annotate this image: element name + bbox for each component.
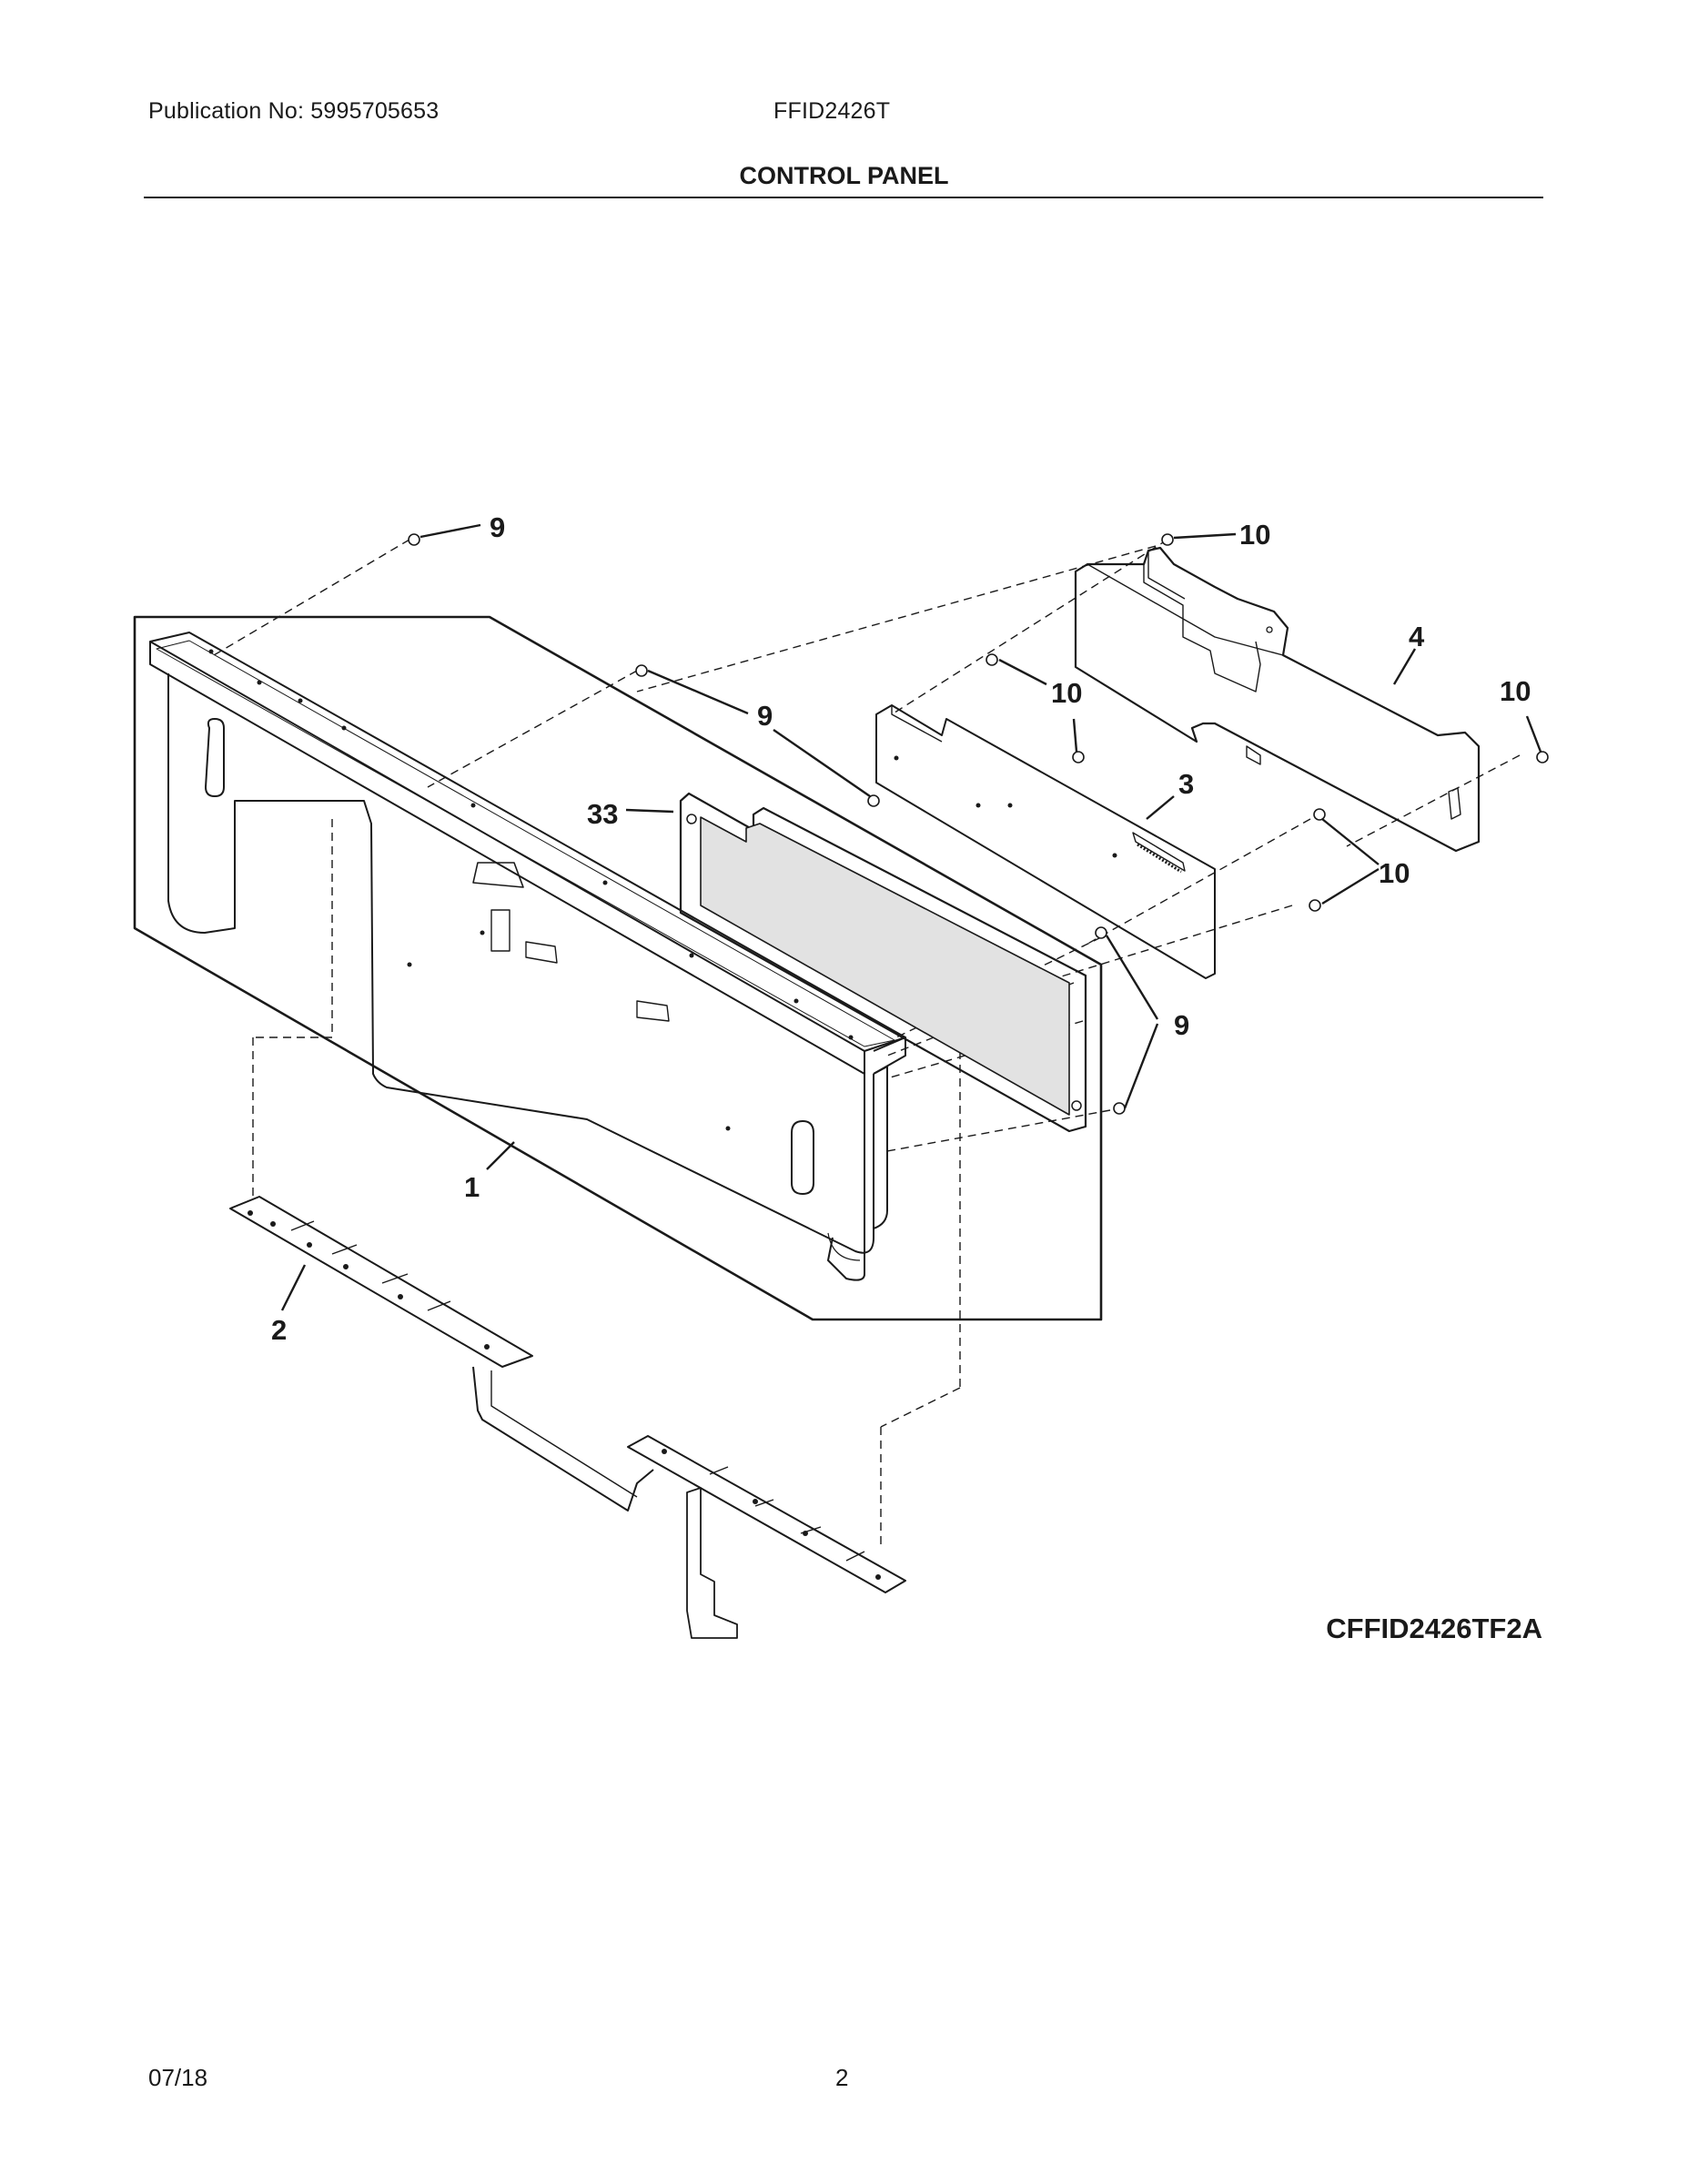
control-panel-housing xyxy=(149,632,906,1281)
model-number: FFID2426T xyxy=(773,98,891,124)
control-board xyxy=(875,704,1216,979)
callout-9-top-left: 9 xyxy=(490,511,505,543)
callout-3: 3 xyxy=(1178,768,1194,800)
callout-4: 4 xyxy=(1409,621,1425,652)
callout-10-top: 10 xyxy=(1239,519,1270,551)
callout-10-right: 10 xyxy=(1500,675,1531,707)
panel-assembly-outline xyxy=(133,615,1103,1321)
callout-9-middle: 9 xyxy=(757,700,773,732)
back-cover-housing xyxy=(1074,546,1481,853)
callout-33: 33 xyxy=(587,798,618,830)
assembly-dashed-lines xyxy=(213,539,1521,1547)
callout-leaders xyxy=(280,523,1542,1311)
callout-2: 2 xyxy=(271,1314,287,1346)
screws xyxy=(408,533,1549,1115)
keypad-ribbon-cable xyxy=(229,1196,906,1639)
callout-10-lower: 10 xyxy=(1379,857,1410,889)
callout-1: 1 xyxy=(464,1171,480,1203)
page-number: 2 xyxy=(835,2064,849,2091)
title-divider xyxy=(144,197,1543,198)
diagram-code: CFFID2426TF2A xyxy=(1326,1613,1542,1644)
publication-number: Publication No: 5995705653 xyxy=(148,98,440,124)
publication-date: 07/18 xyxy=(148,2064,208,2091)
page-title: CONTROL PANEL xyxy=(739,162,949,189)
callout-10-middle: 10 xyxy=(1051,677,1082,709)
display-window-gasket xyxy=(679,792,1087,1133)
callout-9-lower: 9 xyxy=(1174,1009,1189,1041)
